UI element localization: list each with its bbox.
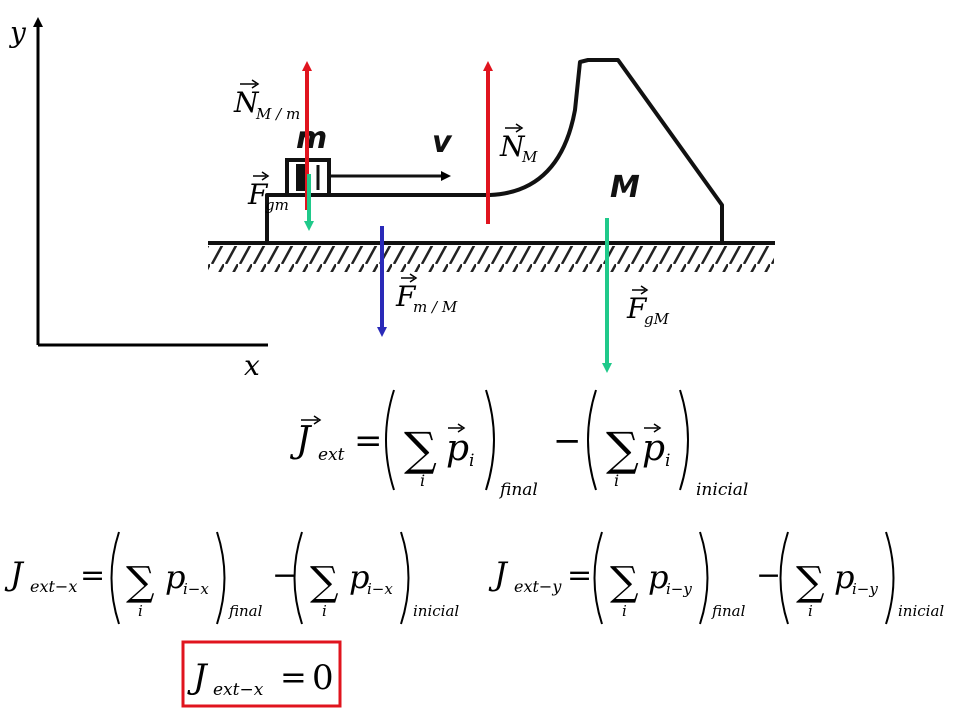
svg-text:∑: ∑ <box>310 559 339 605</box>
svg-text:F: F <box>247 178 269 211</box>
svg-text:i−x: i−x <box>367 580 393 598</box>
svg-text:∑: ∑ <box>126 559 155 605</box>
svg-text:gM: gM <box>644 310 670 328</box>
svg-text:p: p <box>165 558 185 596</box>
svg-text:=: = <box>354 421 383 461</box>
svg-text:i−y: i−y <box>666 580 692 598</box>
svg-text:∑: ∑ <box>404 422 437 476</box>
svg-text:N: N <box>233 86 260 119</box>
svg-text:p: p <box>349 558 369 596</box>
impulse-equation-main: J ext = ∑ i p i final − ∑ i p i inicial <box>289 389 748 500</box>
svg-text:ext−x: ext−x <box>30 577 77 596</box>
svg-text:m / M: m / M <box>413 298 458 316</box>
svg-text:ext−x: ext−x <box>213 680 264 700</box>
svg-text:J: J <box>289 420 313 461</box>
svg-text:i: i <box>138 602 143 620</box>
svg-text:inicial: inicial <box>413 602 459 620</box>
svg-text:final: final <box>228 602 263 620</box>
svg-text:i: i <box>469 451 474 471</box>
svg-text:ext−y: ext−y <box>514 577 562 596</box>
svg-text:i−y: i−y <box>852 580 878 598</box>
impulse-equation-y: J ext−y = ∑ i p i−y final − ∑ i p i−y in… <box>488 531 944 625</box>
result-box-frame <box>181 640 342 708</box>
ground-hatching <box>208 246 774 272</box>
svg-text:N: N <box>499 130 526 163</box>
svg-text:∑: ∑ <box>796 559 825 605</box>
y-axis-label: y <box>8 16 27 49</box>
svg-text:i: i <box>322 602 327 620</box>
svg-text:=: = <box>80 558 105 593</box>
svg-text:p: p <box>834 558 854 596</box>
svg-text:p: p <box>648 558 668 596</box>
svg-text:M / m: M / m <box>255 105 300 123</box>
svg-text:i: i <box>665 451 670 471</box>
svg-text:i: i <box>622 602 627 620</box>
label-normal-on-m: N M / m <box>233 79 300 123</box>
svg-text:p: p <box>446 428 469 469</box>
svg-text:−: − <box>553 421 582 461</box>
svg-text:i: i <box>614 471 619 490</box>
svg-text:gm: gm <box>265 196 289 214</box>
svg-text:final: final <box>498 480 538 500</box>
svg-text:∑: ∑ <box>606 422 639 476</box>
impulse-equation-x: J ext−x = ∑ i p i−x final − ∑ i p i−x in… <box>4 531 459 625</box>
svg-text:p: p <box>642 428 665 469</box>
label-force-m-on-M: F m / M <box>395 273 458 316</box>
ground <box>208 241 775 272</box>
large-block-M <box>265 58 724 243</box>
svg-text:J: J <box>488 555 509 593</box>
large-mass-label: M <box>610 170 640 205</box>
label-normal-M: N M <box>499 123 538 166</box>
svg-text:final: final <box>711 602 746 620</box>
svg-text:J: J <box>187 657 209 697</box>
label-weight-m: F gm <box>247 171 289 214</box>
svg-text:F: F <box>395 280 417 313</box>
svg-text:0: 0 <box>312 658 334 698</box>
result-equation-box: J ext−x = 0 <box>181 640 342 708</box>
svg-text:inicial: inicial <box>696 480 748 500</box>
label-weight-M: F gM <box>626 285 670 328</box>
x-axis-label: x <box>244 349 260 382</box>
velocity-label: v <box>432 125 453 160</box>
svg-text:i−x: i−x <box>183 580 209 598</box>
svg-text:=: = <box>567 558 592 593</box>
svg-text:J: J <box>4 555 25 593</box>
svg-text:ext: ext <box>318 445 345 465</box>
svg-text:−: − <box>756 558 781 593</box>
svg-text:inicial: inicial <box>898 602 944 620</box>
svg-text:M: M <box>521 148 538 166</box>
svg-text:F: F <box>626 292 648 325</box>
svg-text:−: − <box>272 558 297 593</box>
svg-text:=: = <box>280 658 307 696</box>
small-mass-label: m <box>296 121 327 156</box>
svg-text:∑: ∑ <box>610 559 639 605</box>
svg-text:i: i <box>808 602 813 620</box>
coordinate-axes: y x <box>8 16 268 382</box>
svg-text:i: i <box>420 471 425 490</box>
